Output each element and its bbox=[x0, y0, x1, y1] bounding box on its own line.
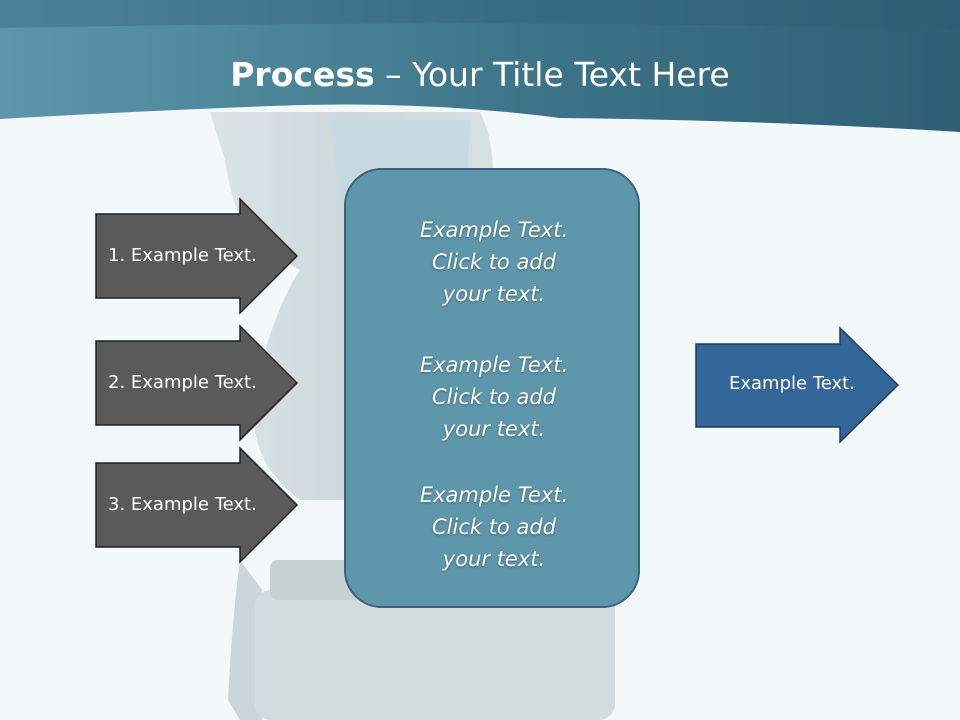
block-2-line-3: your text. bbox=[442, 417, 546, 441]
right-arrow[interactable] bbox=[695, 326, 900, 444]
block-3-line-3: your text. bbox=[442, 547, 546, 571]
title-strong: Process bbox=[230, 55, 375, 94]
slide-title: Process – Your Title Text Here bbox=[0, 52, 960, 98]
block-2-line-2: Click to add bbox=[431, 385, 556, 409]
block-1-line-3: your text. bbox=[442, 282, 546, 306]
center-text-block-2[interactable]: Example Text. Click to add your text. bbox=[346, 349, 642, 445]
left-arrow-2-label: 2. Example Text. bbox=[108, 372, 257, 393]
center-text-block-1[interactable]: Example Text. Click to add your text. bbox=[346, 214, 642, 310]
left-arrow-2[interactable] bbox=[95, 324, 299, 442]
block-1-line-2: Click to add bbox=[431, 250, 556, 274]
left-arrow-1-label: 1. Example Text. bbox=[108, 245, 257, 266]
left-arrow-3-label: 3. Example Text. bbox=[108, 494, 257, 515]
left-arrow-3[interactable] bbox=[95, 446, 299, 564]
block-2-line-1: Example Text. bbox=[419, 353, 569, 377]
header-band bbox=[0, 0, 960, 132]
title-rest: – Your Title Text Here bbox=[374, 55, 730, 94]
block-3-line-2: Click to add bbox=[431, 515, 556, 539]
left-arrow-1[interactable] bbox=[95, 197, 299, 315]
right-arrow-label: Example Text. bbox=[729, 373, 855, 394]
block-3-line-1: Example Text. bbox=[419, 483, 569, 507]
block-1-line-1: Example Text. bbox=[419, 218, 569, 242]
center-content-box[interactable]: Example Text. Click to add your text. Ex… bbox=[344, 168, 640, 608]
center-text-block-3[interactable]: Example Text. Click to add your text. bbox=[346, 479, 642, 575]
